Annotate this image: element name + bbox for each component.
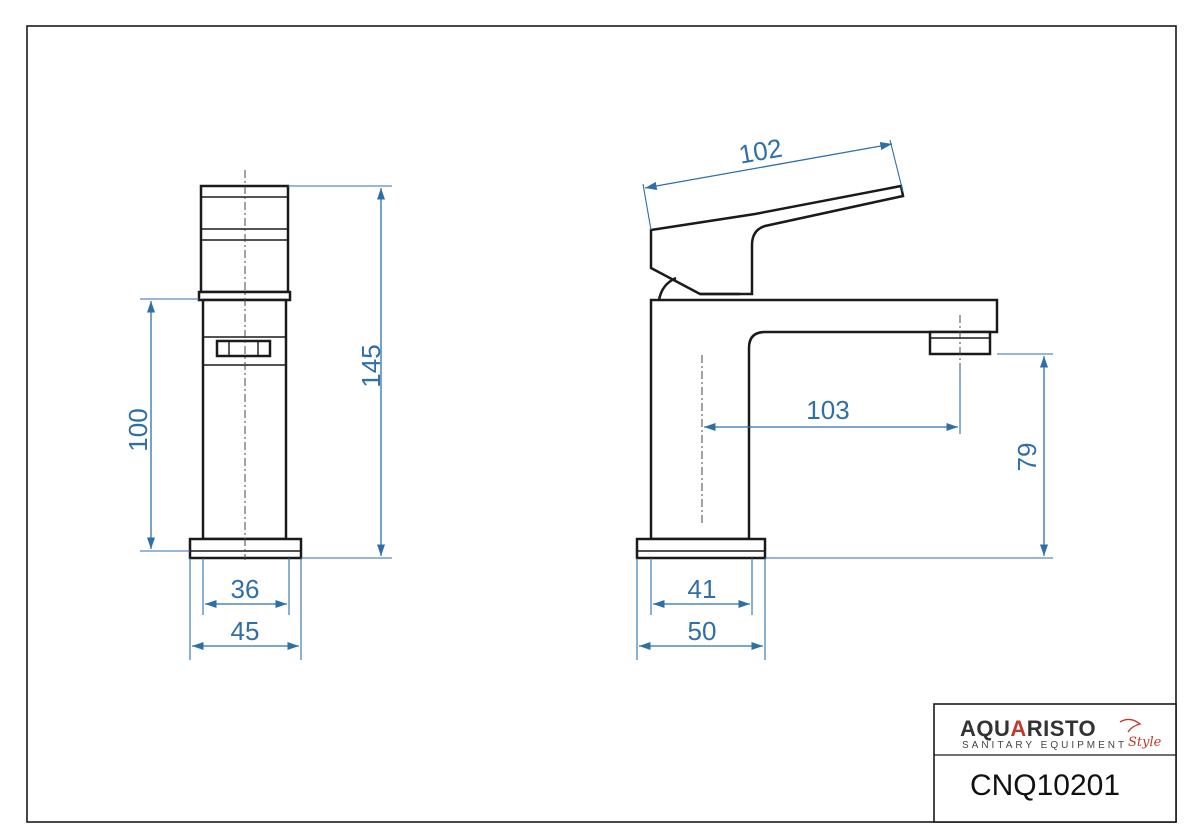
drawing-frame (26, 25, 1177, 823)
dim-label-102: 102 (736, 133, 784, 170)
side-view: 102 103 79 41 50 (635, 133, 1053, 660)
svg-text:SANITARY EQUIPMENT: SANITARY EQUIPMENT (962, 740, 1127, 751)
svg-text:Style: Style (1128, 735, 1162, 750)
dim-label-41: 41 (688, 574, 717, 604)
side-lever-handle (649, 184, 905, 296)
dim-label-100: 100 (123, 408, 153, 451)
title-block: AQUARISTO SANITARY EQUIPMENT Style CNQ10… (933, 703, 1177, 823)
dim-label-45: 45 (231, 616, 260, 646)
dim-label-50: 50 (688, 616, 717, 646)
product-code: CNQ10201 (970, 769, 1120, 802)
brand-swoosh-icon (1119, 718, 1142, 733)
dim-label-79: 79 (1012, 443, 1042, 472)
front-aerator (215, 339, 272, 358)
side-base (635, 537, 767, 560)
side-body-spout (649, 298, 999, 541)
dim-label-103: 103 (806, 395, 849, 425)
title-block-frame (933, 703, 1177, 823)
svg-text:AQUARISTO: AQUARISTO (960, 716, 1096, 741)
dim-label-36: 36 (231, 574, 260, 604)
dim-label-145: 145 (356, 344, 386, 387)
brand-logo: AQUARISTO SANITARY EQUIPMENT Style (960, 716, 1162, 751)
dim-line-102 (644, 142, 893, 190)
front-view: 145 100 36 45 (123, 170, 392, 660)
